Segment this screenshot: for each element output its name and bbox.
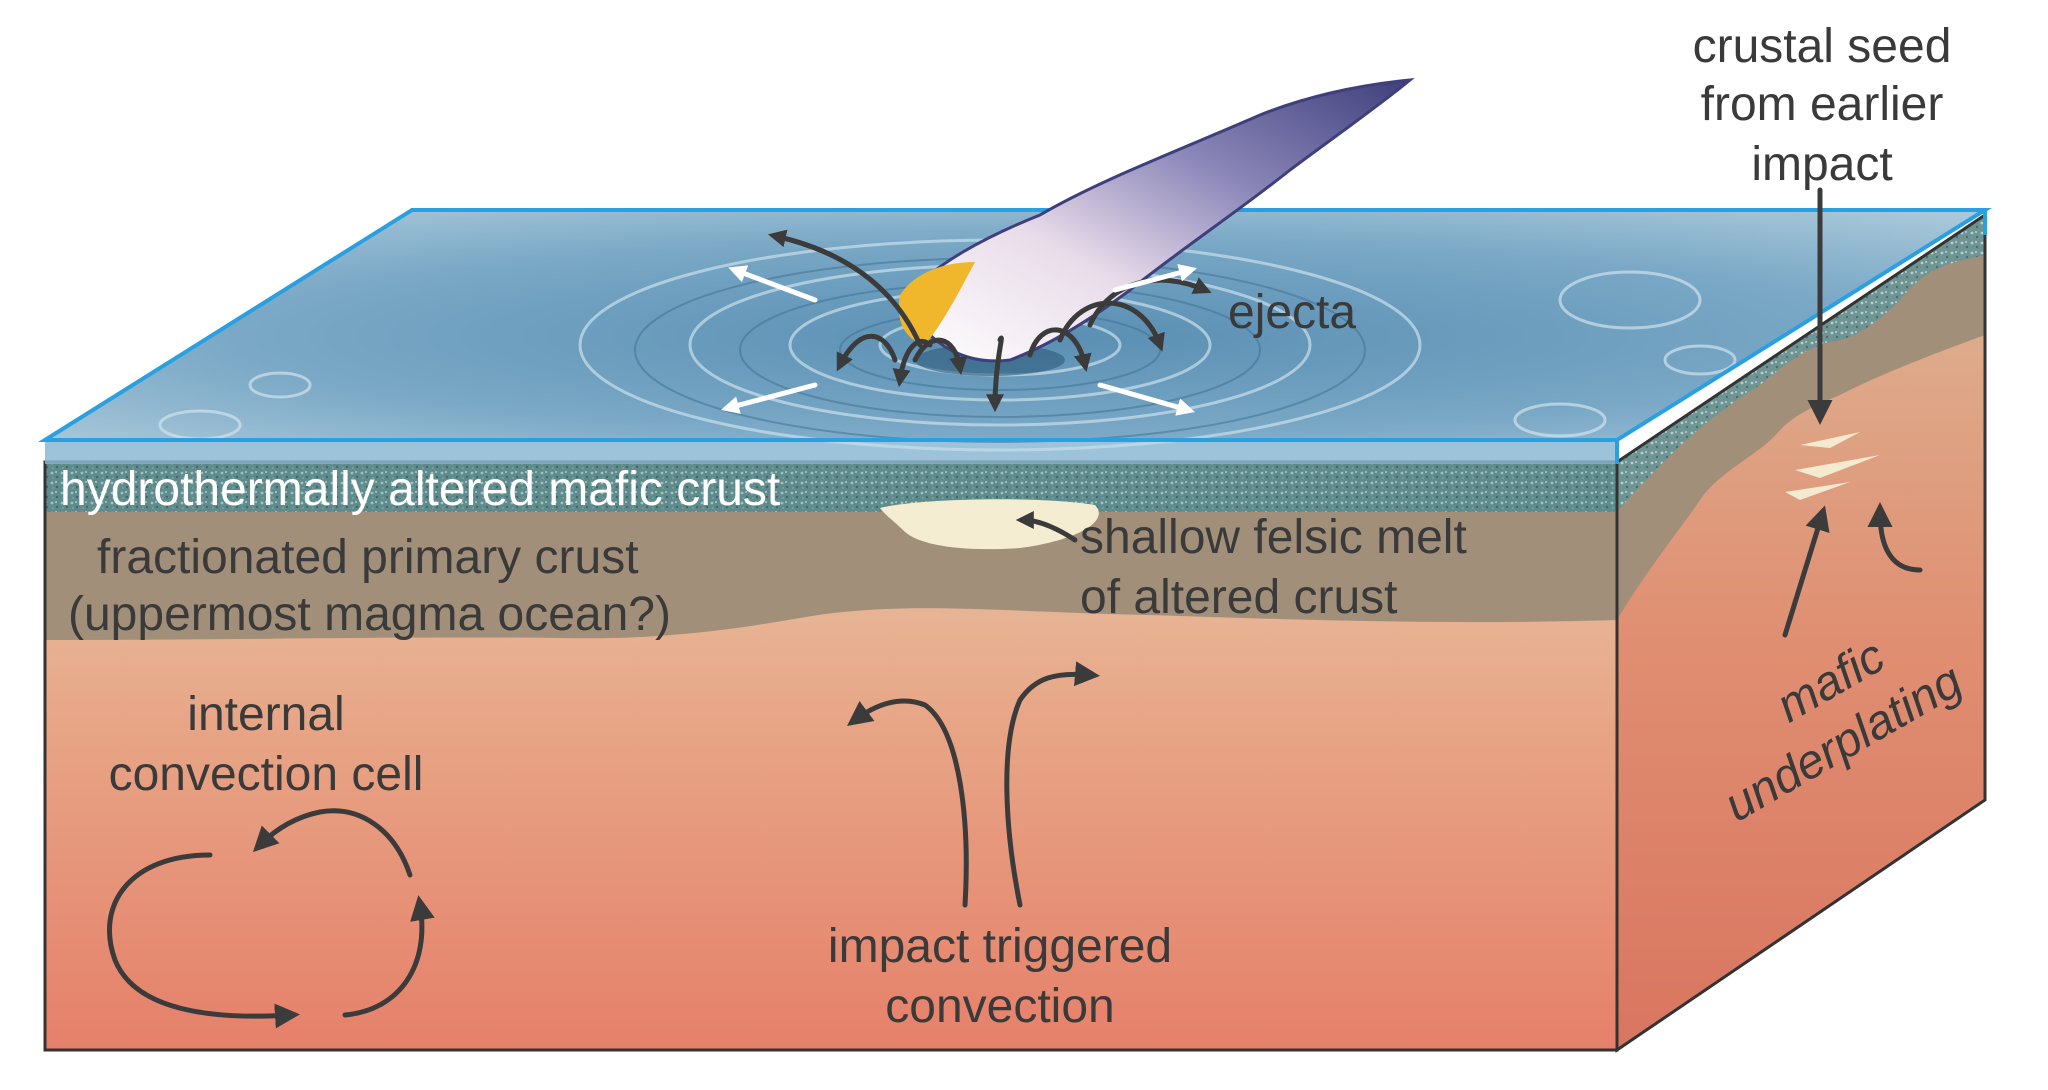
internal-convection-arrows [107,808,435,1029]
svg-text:impact triggered: impact triggered [828,920,1172,973]
hydrothermal-crust-label: hydrothermally altered mafic crust [60,463,780,516]
altered-crust-layer [45,462,1617,512]
diagram-title: D Early crustal nuclei development [58,76,1254,156]
svg-text:(uppermost magma ocean?): (uppermost magma ocean?) [68,588,671,641]
internal-convection-label: internal convection cell [109,688,424,801]
svg-text:crustal seed: crustal seed [1693,20,1952,73]
svg-text:of altered crust: of altered crust [1080,571,1397,624]
bolide [898,78,1415,363]
svg-text:fractionated primary crust: fractionated primary crust [97,531,639,584]
felsic-melt-lens [880,499,1099,550]
primary-crust-layer [45,505,1617,640]
crustal-seed-label: crustal seed from earlier impact [1693,20,1952,191]
crustal-seed-shards [1785,432,1880,500]
side-primary-crust [1617,215,1985,620]
shallow-felsic-label: shallow felsic melt of altered crust [1015,511,1467,624]
side-face [1615,212,1987,1053]
ejecta-arrows [721,229,1212,416]
svg-text:internal: internal [187,688,344,741]
impact-convection-label: impact triggered convection [828,920,1172,1033]
svg-text:impact: impact [1751,138,1892,191]
impact-convection-arrows [846,661,1100,908]
front-face [43,460,1619,1052]
svg-text:shallow felsic melt: shallow felsic melt [1080,511,1467,564]
svg-text:convection cell: convection cell [109,748,424,801]
fractionated-crust-label: fractionated primary crust (uppermost ma… [68,531,671,641]
ejecta-label: ejecta [1228,286,1356,339]
svg-text:from earlier: from earlier [1701,78,1944,131]
underplating-arrows [1782,502,1923,638]
side-altered-crust [1617,215,1985,512]
svg-text:convection: convection [885,980,1114,1033]
